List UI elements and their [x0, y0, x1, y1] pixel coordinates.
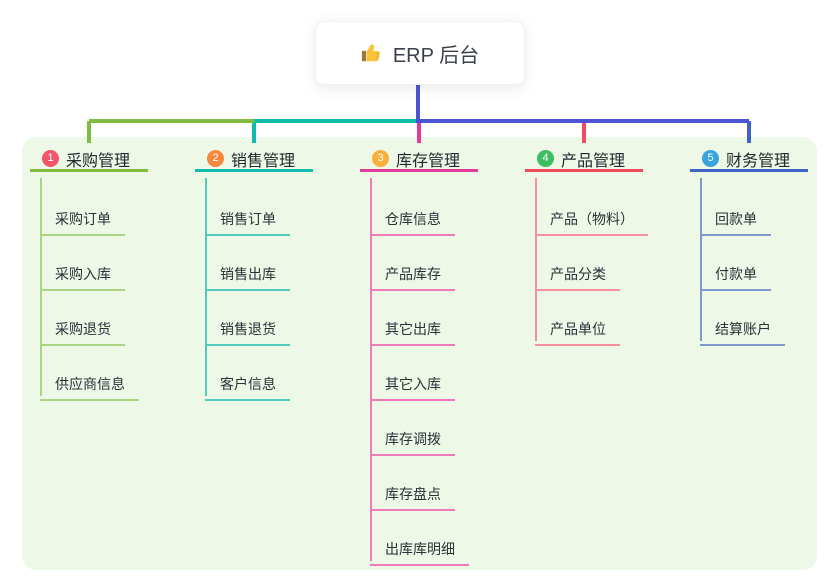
child-node[interactable]: 产品库存: [370, 258, 455, 291]
child-node[interactable]: 销售退货: [205, 313, 290, 346]
child-node[interactable]: 采购订单: [40, 203, 125, 236]
branch-drop-line: [417, 121, 421, 143]
branch-node[interactable]: 2 销售管理: [195, 148, 313, 172]
child-node[interactable]: 仓库信息: [370, 203, 455, 236]
child-node[interactable]: 产品单位: [535, 313, 620, 346]
branch-title: 库存管理: [396, 152, 461, 170]
child-node[interactable]: 销售订单: [205, 203, 290, 236]
child-node[interactable]: 其它入库: [370, 368, 455, 401]
branch-number-badge: 3: [372, 150, 389, 167]
branch-children-rail: [700, 178, 702, 341]
root-node[interactable]: ERP 后台: [315, 21, 525, 85]
branch-title: 财务管理: [726, 152, 791, 170]
child-node[interactable]: 出库库明细: [370, 533, 469, 566]
branch-node[interactable]: 1 采购管理: [30, 148, 148, 172]
child-node[interactable]: 销售出库: [205, 258, 290, 291]
child-node[interactable]: 产品分类: [535, 258, 620, 291]
branch-title: 采购管理: [66, 152, 131, 170]
branch-children-rail: [205, 178, 207, 396]
branch-number-badge: 2: [207, 150, 224, 167]
branch-drop-line: [747, 121, 751, 143]
bus-segment-green: [89, 119, 254, 123]
branch-number-badge: 1: [42, 150, 59, 167]
child-node[interactable]: 供应商信息: [40, 368, 139, 401]
branch-title: 产品管理: [561, 152, 626, 170]
child-node[interactable]: 回款单: [700, 203, 771, 236]
branches-panel: [22, 137, 817, 570]
child-node[interactable]: 产品（物料）: [535, 203, 648, 236]
root-title: ERP 后台: [392, 44, 480, 67]
child-node[interactable]: 付款单: [700, 258, 771, 291]
child-node[interactable]: 采购退货: [40, 313, 125, 346]
bus-segment-blue: [419, 119, 749, 123]
child-node[interactable]: 库存盘点: [370, 478, 455, 511]
branch-node[interactable]: 3 库存管理: [360, 148, 478, 172]
branch-children-rail: [535, 178, 537, 341]
branch-number-badge: 4: [537, 150, 554, 167]
branch-children-rail: [370, 178, 372, 561]
branch-node[interactable]: 4 产品管理: [525, 148, 643, 172]
bus-segment-teal: [254, 119, 419, 123]
branch-title: 销售管理: [231, 152, 296, 170]
root-drop-line: [416, 82, 420, 123]
thumbs-up-icon: [361, 42, 383, 64]
branch-children-rail: [40, 178, 42, 396]
branch-drop-line: [87, 121, 91, 143]
child-node[interactable]: 结算账户: [700, 313, 785, 346]
branch-number-badge: 5: [702, 150, 719, 167]
child-node[interactable]: 其它出库: [370, 313, 455, 346]
branch-node[interactable]: 5 财务管理: [690, 148, 808, 172]
branch-drop-line: [252, 121, 256, 143]
child-node[interactable]: 库存调拨: [370, 423, 455, 456]
child-node[interactable]: 采购入库: [40, 258, 125, 291]
child-node[interactable]: 客户信息: [205, 368, 290, 401]
branch-drop-line: [582, 121, 586, 143]
